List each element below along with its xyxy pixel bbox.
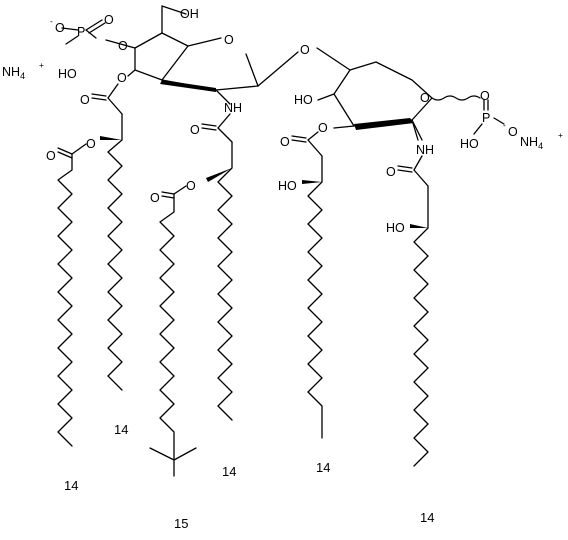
left-phosphate-group [61,19,136,49]
glycosidic-oxygen: O [300,43,310,57]
nh4-left-label: NH4 [2,65,25,81]
chain-length-label: 14 [64,478,78,493]
chemical-bonds [57,5,505,477]
phos-right-ho: HO [460,137,479,151]
ring1-oxygen: O [224,33,234,47]
acyl-chain-4 [397,119,429,467]
sugar-ring-1 [134,5,259,92]
chain1-acyl-carbonyl-o: O [46,149,56,163]
phos-right-minus: - [503,120,506,130]
phos-right-p: P [482,111,490,125]
chain1-carbonyl-o: O [80,93,90,107]
phos-left-p: P [77,25,85,39]
chain4-carbonyl-o: O [386,165,396,179]
chain4-ho: HO [386,221,405,235]
chain2-acyl-carbonyl-o: O [150,191,160,205]
oh-top-label: OH [180,7,199,21]
chain-length-label: 14 [114,422,128,437]
phos-right-o-top: O [480,89,490,103]
ring2-ho: HO [294,93,313,107]
nh4-left-charge: + [39,60,44,70]
ring2-oxygen: O [420,91,430,105]
chain-length-label: 14 [222,464,236,479]
chain-length-label: 14 [420,510,434,525]
chain1-ester-o: O [86,137,96,151]
ring2-nh: NH [416,143,434,157]
phos-left-o-minus: O [55,21,65,35]
nh4-right-label: NH4 [520,135,543,151]
acyl-chain-1 [57,69,136,447]
nh4-right-charge: + [558,130,563,140]
chain-length-labels: 14 14 15 14 14 14 [64,422,434,531]
chain2-carbonyl-o: O [190,123,200,137]
ring1-nh: NH [224,101,242,115]
phos-left-ho: HO [58,67,77,81]
acyl-chain-2 [149,89,233,477]
phos-right-o-minus: O [508,125,518,139]
chain2-ester-o: O [186,179,196,193]
chain-length-label: 15 [174,516,188,531]
glycosidic-linkage [257,47,351,87]
right-phosphate-group [431,95,505,135]
phos-left-o-top: O [104,13,114,27]
phos-left-minus: - [50,16,53,26]
chain3-carbonyl-o: O [280,135,290,149]
atom-labels: NH4 + - O P O O HO OH O O NH O O HO O NH… [2,7,563,235]
chain3-ho: HO [278,179,297,193]
chain-length-label: 14 [316,460,330,475]
phos-left-o-ester: O [118,39,128,53]
ring2-o3: O [318,121,328,135]
ring1-o3: O [117,71,127,85]
acyl-chain-3 [291,125,355,439]
